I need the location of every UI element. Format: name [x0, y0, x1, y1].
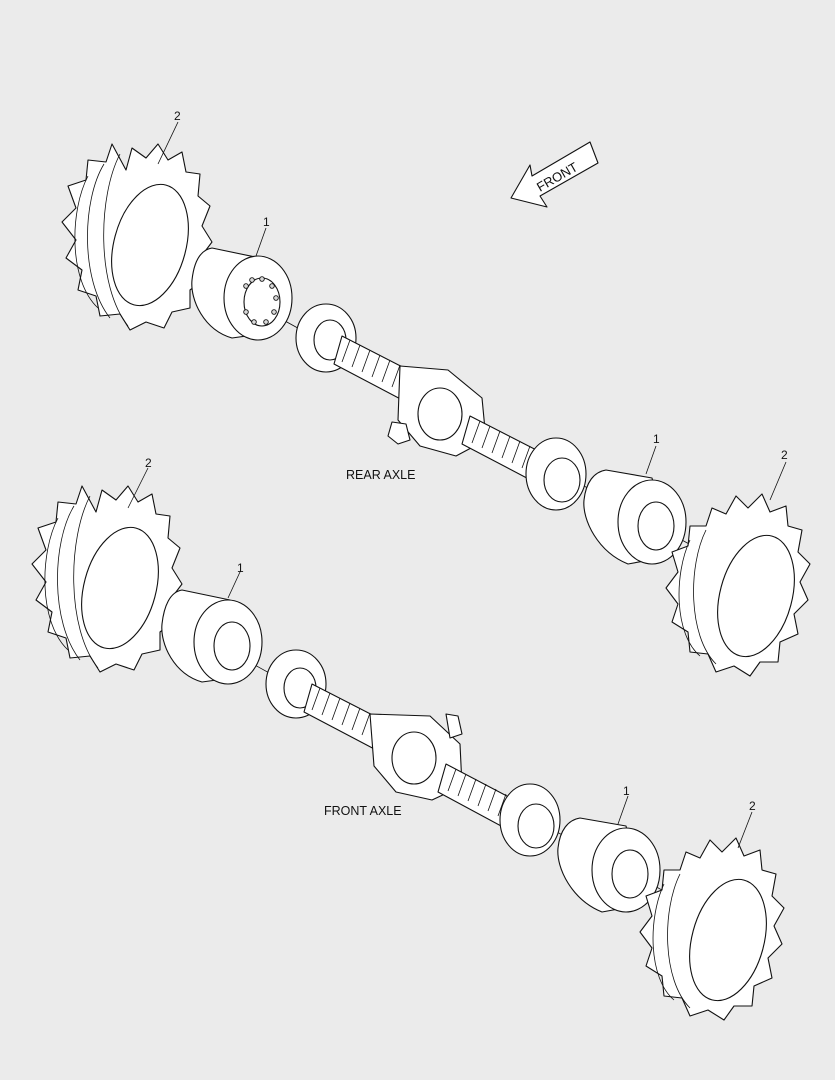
right-hub-center — [517, 803, 555, 849]
callout-front-right-tire: 2 — [749, 799, 756, 813]
right-tube-ribs — [447, 768, 517, 822]
right-hub-center — [543, 457, 581, 503]
front-right-rim — [557, 817, 661, 913]
leader-line — [127, 467, 149, 509]
front-axle-caption: FRONT AXLE — [324, 804, 402, 818]
right-tube-ribs — [471, 420, 541, 474]
direction-arrow-icon — [510, 141, 599, 208]
rim-bolt-holes — [243, 276, 279, 325]
tire-bore — [111, 183, 189, 307]
callout-front-left-rim: 1 — [237, 561, 244, 575]
callout-rear-left-tire: 2 — [174, 109, 181, 123]
rim-hub-hole — [611, 849, 649, 899]
front-left-tire — [31, 485, 183, 673]
leader-line — [617, 795, 629, 825]
callout-rear-left-rim: 1 — [263, 215, 270, 229]
rear-axle-assembly: 2 1 1 2 REAR AXLE — [61, 109, 811, 677]
front-axle-assembly: 2 1 1 2 FRONT AXLE — [31, 456, 785, 1021]
leader-line — [737, 811, 753, 849]
front-right-tire — [639, 837, 785, 1021]
front-left-rim — [161, 589, 263, 685]
leader-line — [769, 461, 787, 501]
leader-line — [157, 121, 179, 165]
front-axle-housing — [265, 649, 561, 857]
tread-lugs — [44, 495, 99, 669]
differential-cover — [391, 731, 437, 785]
tire-bore — [81, 526, 159, 650]
rear-right-tire — [665, 493, 811, 677]
front-direction-arrow: FRONT — [510, 141, 599, 208]
tread-lugs — [678, 529, 717, 665]
drive-flange — [445, 713, 463, 739]
callout-rear-right-tire: 2 — [781, 448, 788, 462]
callout-front-right-rim: 1 — [623, 784, 630, 798]
drive-flange — [387, 421, 411, 445]
rear-axle-housing — [295, 303, 587, 511]
tread-lugs — [74, 153, 129, 327]
callout-rear-right-rim: 1 — [653, 432, 660, 446]
left-tube-ribs — [341, 339, 411, 393]
leader-line — [227, 571, 241, 599]
rim-hub-hole — [637, 501, 675, 551]
tire-bore — [717, 534, 795, 658]
rim-hub-hole — [213, 621, 251, 671]
differential-cover — [417, 387, 463, 441]
leader-line — [645, 445, 657, 475]
rear-left-tire — [61, 143, 213, 331]
tread-lugs — [652, 873, 691, 1009]
rear-left-rim — [191, 247, 293, 341]
left-tube-ribs — [311, 687, 381, 741]
callout-front-left-tire: 2 — [145, 456, 152, 470]
leader-line — [255, 227, 267, 257]
rear-right-rim — [583, 469, 687, 565]
rear-axle-caption: REAR AXLE — [346, 468, 415, 482]
tire-bore — [689, 878, 767, 1002]
